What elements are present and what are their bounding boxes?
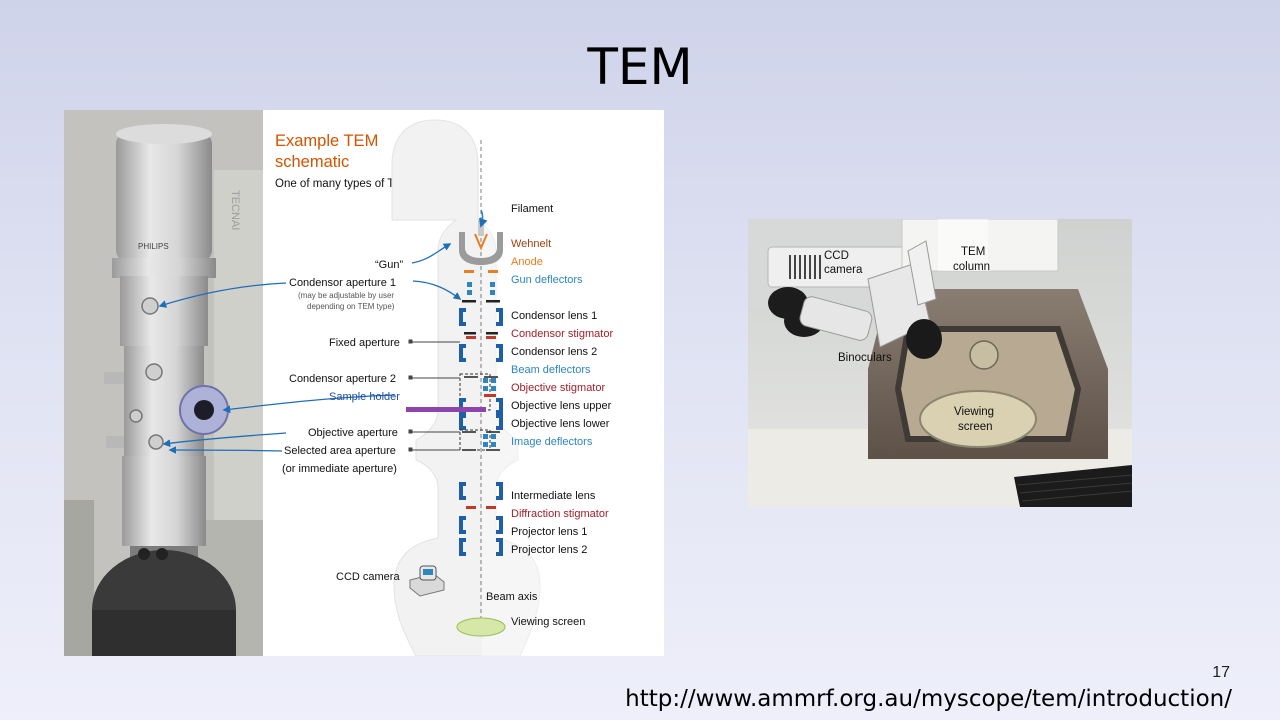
left-leader-stubs [408,339,460,452]
label-projector-lens-2: Projector lens 2 [511,544,587,556]
photo-label-viewing-screen-line2: screen [958,421,993,433]
label-condensor-aperture-1: Condensor aperture 1 [289,277,396,289]
label-condensor-lens-1: Condensor lens 1 [511,310,597,322]
microscope-side-text: TECNAI [229,190,241,230]
binoculars [768,240,942,359]
photo-label-ccd-line2: camera [824,264,863,276]
projector-section [459,482,503,556]
label-filament: Filament [511,203,553,215]
objective-section [406,373,503,451]
label-ccd-camera: CCD camera [336,571,400,583]
schematic-title-line2: schematic [275,153,349,171]
label-gun-deflectors: Gun deflectors [511,274,583,286]
label-condensor-aperture-2: Condensor aperture 2 [289,373,396,385]
photo-label-viewing-screen-line1: Viewing [954,406,994,418]
viewing-screen-shape [456,617,506,637]
photo-label-ccd-line1: CCD [824,250,849,262]
label-projector-lens-1: Projector lens 1 [511,526,587,538]
source-url-link[interactable]: http://www.ammrf.org.au/myscope/tem/intr… [625,686,1232,712]
slide-title: TEM [587,38,693,96]
label-anode: Anode [511,256,543,268]
label-diffraction-stigmator: Diffraction stigmator [511,508,609,520]
label-sample-holder: Sample holder [329,391,400,403]
photo-label-tem-column-line2: column [953,261,990,273]
label-objective-lens-lower: Objective lens lower [511,418,610,430]
label-objective-aperture: Objective aperture [308,427,398,439]
column-outline [391,119,541,656]
label-condensor-aperture-1-note2: depending on TEM type) [307,302,395,311]
label-condensor-lens-2: Condensor lens 2 [511,346,597,358]
label-wehnelt: Wehnelt [511,238,551,250]
source-url: http://www.ammrf.org.au/myscope/tem/intr… [600,686,1232,712]
label-beam-deflectors: Beam deflectors [511,364,591,376]
label-viewing-screen: Viewing screen [511,616,585,628]
schematic-title-line1: Example TEM [275,132,378,150]
left-leader-lines [158,243,462,454]
condenser-section [459,300,503,378]
gun-assembly [459,209,503,295]
keyboard [1014,465,1132,507]
label-gun: “Gun” [375,259,403,271]
label-condensor-aperture-1-note1: (may be adjustable by user [298,291,394,300]
photo-label-tem-column-line1: TEM [961,246,985,258]
label-objective-lens-upper: Objective lens upper [511,400,612,412]
label-beam-axis: Beam axis [486,591,538,603]
ccd-camera-shape [409,565,445,597]
schematic-subtitle: One of many types of TEMs [275,178,418,190]
label-condensor-stigmator: Condensor stigmator [511,328,613,340]
label-intermediate-lens: Intermediate lens [511,490,596,502]
page-number: 17 [1212,664,1230,681]
label-fixed-aperture: Fixed aperture [329,337,400,349]
label-image-deflectors: Image deflectors [511,436,593,448]
photo-label-binoculars: Binoculars [838,352,892,364]
label-objective-stigmator: Objective stigmator [511,382,605,394]
microscope-brand-text: PHILIPS [138,242,169,251]
tem-photo: CCD camera TEM column Binoculars Viewing… [748,219,1132,507]
label-selected-area-aperture: Selected area aperture [284,445,396,457]
label-selected-area-aperture-note: (or immediate aperture) [282,463,397,475]
photo-viewing-screen [919,390,1037,448]
microscope-photo: PHILIPS TECNAI [64,110,263,656]
tem-schematic-figure: PHILIPS TECNAI Example TEM schematic One… [64,110,664,656]
